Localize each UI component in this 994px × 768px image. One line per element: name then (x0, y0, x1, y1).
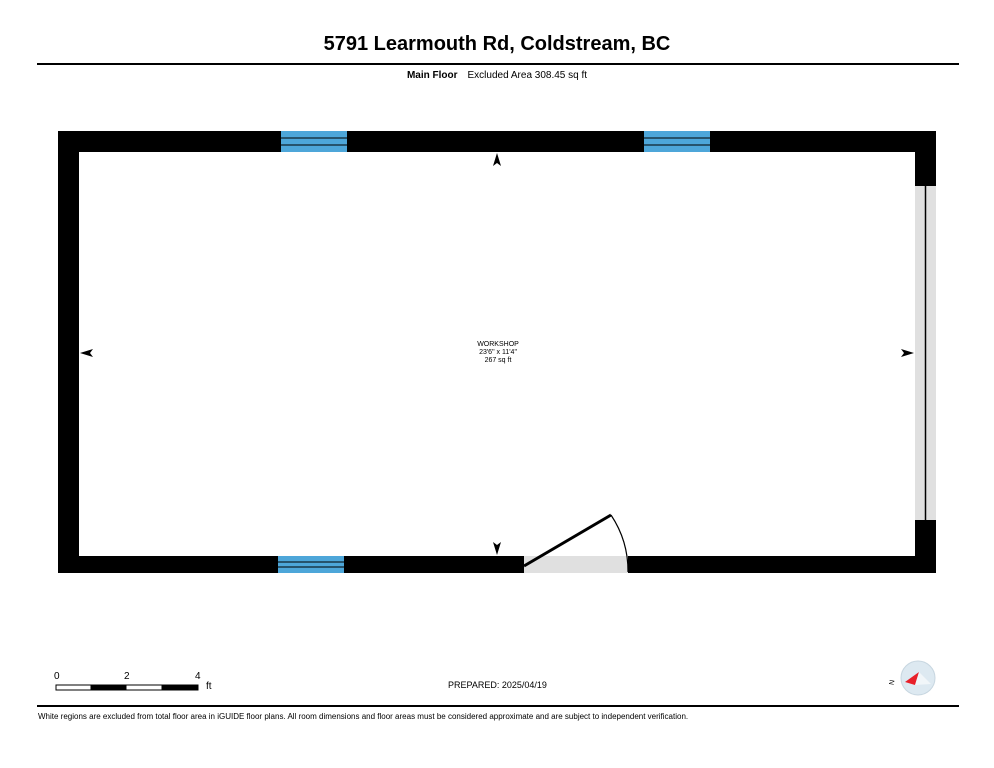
arrow-right-icon (901, 349, 914, 357)
scale-unit: ft (206, 681, 212, 692)
room-name: WORKSHOP (477, 341, 519, 348)
door-swing-arc (610, 514, 629, 573)
door-leaf (523, 513, 612, 568)
door (523, 513, 629, 573)
wall-top (58, 131, 936, 152)
footer-rule (37, 705, 959, 707)
wall-right-upper (915, 131, 936, 186)
scale-tick-2: 2 (124, 671, 130, 682)
header-rule (37, 63, 959, 65)
wall-left (58, 131, 79, 573)
prepared-date: PREPARED: 2025/04/19 (448, 680, 547, 690)
arrow-down-icon (493, 542, 501, 555)
dimension-arrows (80, 153, 914, 555)
floor-name: Main Floor (406, 70, 458, 81)
door-threshold (524, 556, 628, 573)
arrow-left-icon (80, 349, 93, 357)
compass-north-label: N (888, 679, 897, 686)
walls (58, 131, 936, 573)
excluded-area: Excluded Area 308.45 sq ft (467, 70, 588, 81)
compass-icon (900, 660, 936, 696)
room-area: 267 sq ft (484, 357, 512, 364)
room-label: WORKSHOP 23'6" x 11'4" 267 sq ft (436, 341, 560, 365)
window-top-left (281, 131, 347, 152)
plan-title: 5791 Learmouth Rd, Coldstream, BC (323, 33, 671, 55)
plan-subtitle: Main Floor Excluded Area 308.45 sq ft (0, 70, 994, 81)
arrow-up-icon (493, 153, 501, 166)
right-opening (915, 186, 936, 520)
window-bottom (278, 556, 344, 573)
wall-bottom-right (628, 556, 936, 573)
scale-tick-0: 0 (54, 671, 60, 682)
scale-bar (55, 684, 199, 691)
window-top-right (644, 131, 710, 152)
scale-tick-4: 4 (195, 671, 201, 682)
room-dimensions: 23'6" x 11'4" (479, 349, 517, 356)
footer-note: White regions are excluded from total fl… (38, 712, 689, 721)
